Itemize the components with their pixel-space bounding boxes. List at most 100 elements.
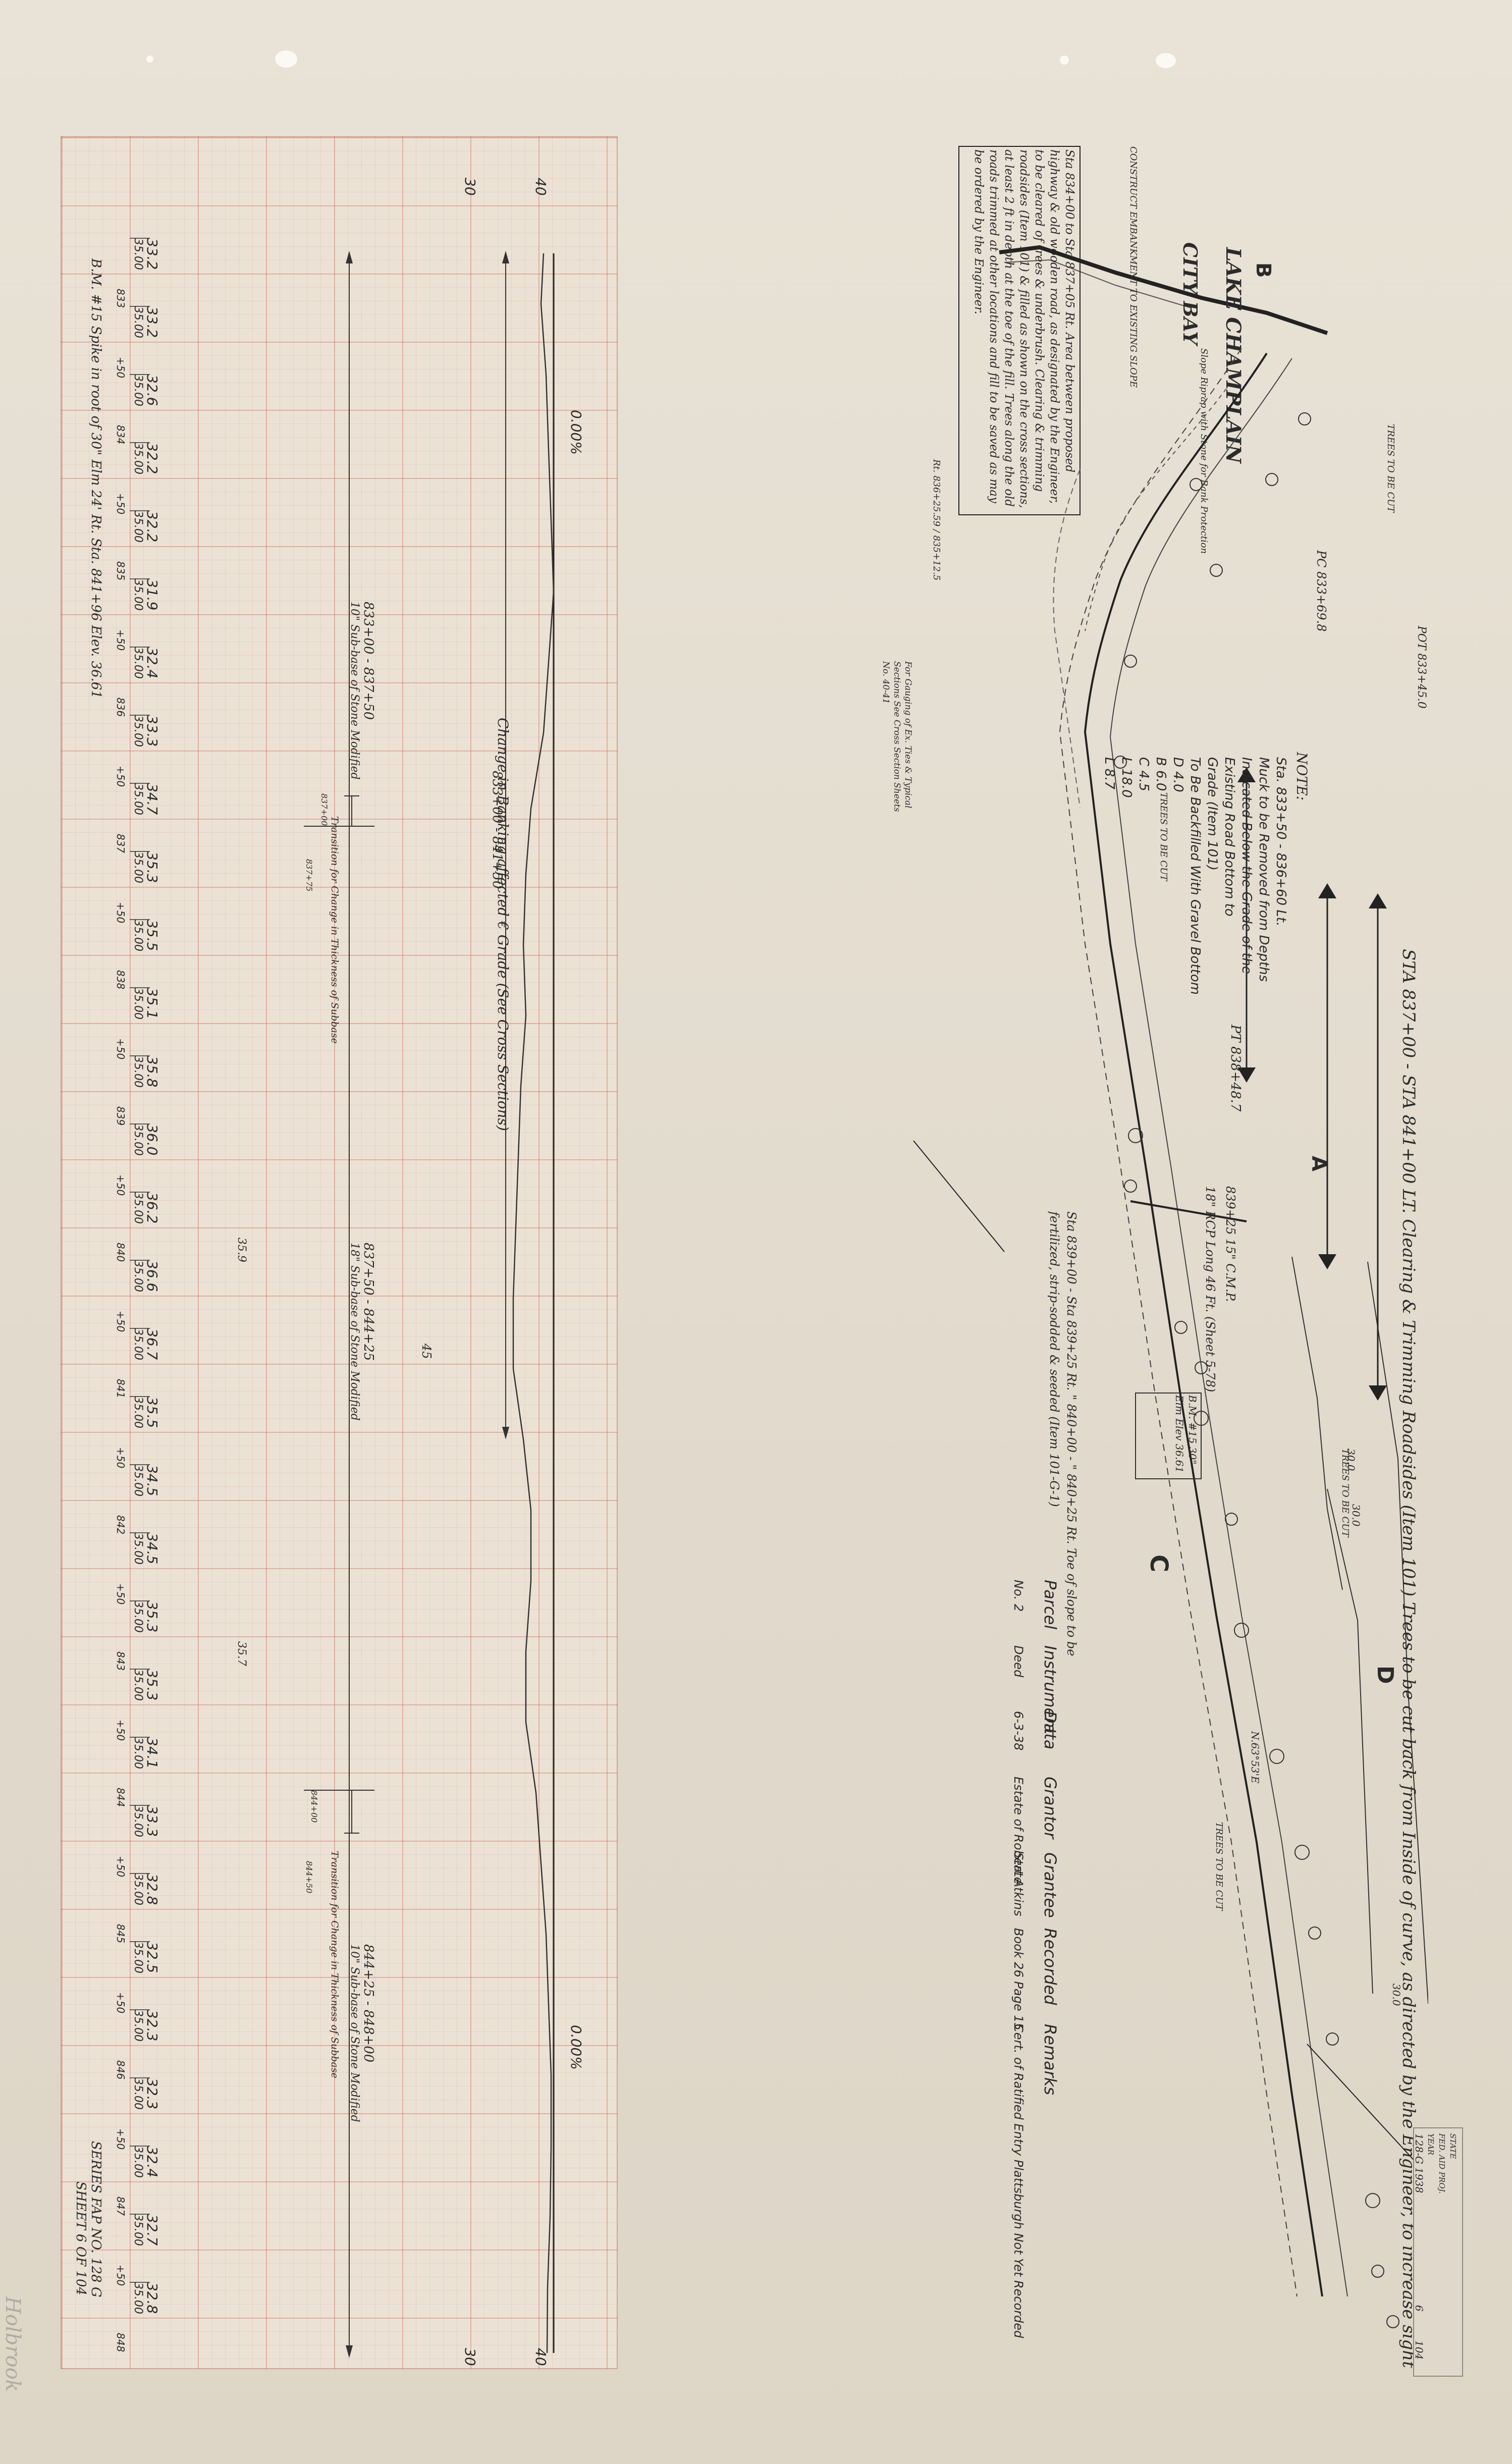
table-header: Parcel <box>1041 1580 1060 1629</box>
edge-line <box>1059 348 1298 2297</box>
note-line: C 4.5 <box>1136 757 1151 791</box>
ground-elev: 35.5 <box>144 1397 160 1428</box>
station-label: +50 <box>115 766 127 787</box>
bay-label: CITY BAY <box>1179 242 1202 347</box>
table-cell: Cert. of Ratified Entry Plattsburgh Not … <box>1011 2024 1025 2338</box>
grade-elev: 35.00 <box>132 306 144 338</box>
elev-label: 40 <box>532 2348 549 2366</box>
grade-elev: 35.00 <box>132 2146 144 2178</box>
parcel-letter: D <box>1372 1666 1398 1684</box>
transition-note: Transition for Change in Thickness of Su… <box>329 816 340 1044</box>
station-label: +50 <box>115 1720 127 1741</box>
station-label: 840 <box>115 1243 127 1262</box>
punch-hole <box>275 50 297 68</box>
parcel-letter: A <box>1307 1156 1330 1171</box>
culvert-label-2: 18" RCP Long 46 Ft. (Sheet 5-78) <box>1203 1186 1217 1392</box>
ground-elev: 32.4 <box>144 2146 160 2177</box>
grade-elev: 35.00 <box>132 1601 144 1633</box>
grade-elev: 35.00 <box>132 2010 144 2042</box>
title-block-sheet: 6 <box>1413 2305 1425 2312</box>
bm-tag: B.M. #15 30" Elm Elev 36.61 <box>1173 1395 1199 1473</box>
ground-elev: 35.3 <box>144 1669 160 1700</box>
ground-elev: 33.2 <box>144 306 160 338</box>
station-label: +50 <box>115 2128 127 2150</box>
ground-elev: 35.5 <box>144 920 160 951</box>
ground-elev: 32.7 <box>144 2214 160 2246</box>
ground-elev: 35.3 <box>144 1601 160 1632</box>
gauge-note: For Gauging of Ex. Ties & Typical Sectio… <box>881 661 913 812</box>
ground-elev: 36.7 <box>144 1328 160 1360</box>
instrument-data-table: ParcelInstrumentDataGrantorGranteeRecord… <box>1011 1580 1060 2338</box>
ground-elev: 32.3 <box>144 2078 160 2109</box>
ground-elev: 33.3 <box>144 715 160 746</box>
edge-line <box>1109 358 1348 2297</box>
bench-mark-note: B.M. #15 Spike in root of 30" Elm 24' Rt… <box>88 258 103 699</box>
elev-357: 35.7 <box>235 1641 248 1666</box>
table-cell: 6-3-38 <box>1011 1711 1025 1750</box>
table-cell: Deed <box>1011 1645 1025 1678</box>
ground-elev: 35.3 <box>144 851 160 883</box>
sheet-number: SHEET 6 OF 104 <box>73 2181 88 2295</box>
station-844b: 844+50 <box>304 1861 314 1893</box>
table-header: Data <box>1041 1711 1060 1749</box>
note-box <box>958 146 1081 515</box>
table-header: Recorded <box>1041 1928 1060 2005</box>
stake-label: Rt. 836+25.59 / 835+12.5 <box>931 459 942 580</box>
station-label: +50 <box>115 1856 127 1877</box>
grade-elev: 35.00 <box>132 511 144 543</box>
old-road <box>1085 388 1227 631</box>
station-label: 834 <box>115 425 127 444</box>
grade-percent: 0.00% <box>568 2025 584 2070</box>
bm-tag-box <box>1135 1392 1202 1479</box>
dim-label: 30.0 <box>1350 1504 1362 1527</box>
station-844: 844+00 <box>309 1790 319 1823</box>
title-block-project: FED. AID PROJ. <box>1437 2133 1446 2194</box>
title-block-number: 128-G 1938 <box>1413 2133 1425 2193</box>
table-header: Instrument <box>1041 1645 1060 1735</box>
grade-elev: 35.00 <box>132 374 144 406</box>
slope-limit <box>1367 1261 1428 2004</box>
ground-elev: 32.5 <box>144 1942 160 1973</box>
station-837: 837+00 <box>319 793 329 826</box>
trees-cut-label: TREES TO BE CUT <box>1158 792 1169 882</box>
grade-percent: 0.00% <box>568 410 584 455</box>
stake-note: 45 <box>419 1343 434 1359</box>
table-cell: No. 2 <box>1011 1580 1025 1612</box>
station-label: 847 <box>115 2197 127 2216</box>
station-label: +50 <box>115 2265 127 2286</box>
subbase-seg2-desc: 18" Sub-base of Stone Modified <box>348 1243 361 1421</box>
grade-elev: 35.00 <box>132 1805 144 1837</box>
station-label: +50 <box>115 1311 127 1332</box>
north-arrow <box>1307 2044 1424 2171</box>
ground-elev: 32.8 <box>144 1873 160 1905</box>
lake-label: LAKE CHAMPLAIN <box>1221 247 1245 464</box>
grade-elev: 35.00 <box>132 851 144 883</box>
elevation-column: 33.235.0033.235.0032.635.0032.235.0032.2… <box>130 238 160 2314</box>
series-label: SERIES FAP NO. 128 G <box>88 2141 103 2297</box>
slope-protection-label: Slope Riprap with Stone for Bank Protect… <box>1199 348 1209 554</box>
ground-elev: 32.8 <box>144 2282 160 2314</box>
table-cell: Book 26 Page 15 <box>1011 1928 1025 2030</box>
station-label: 845 <box>115 1924 127 1943</box>
grade-elev: 35.00 <box>132 2078 144 2110</box>
dim-label: 30.0 <box>1345 1449 1357 1471</box>
station-column: 833+50834+50835+50836+50837+50838+50839+… <box>115 289 127 2352</box>
banking-note: Change in Banking affected € Grade (See … <box>495 718 511 1131</box>
culvert <box>1130 1200 1247 1222</box>
note-line: D 4.0 <box>1170 757 1185 792</box>
note-lines: Sta. 833+50 - 836+60 Lt.Muck to be Remov… <box>1102 757 1288 995</box>
shoreline <box>999 245 1328 335</box>
trees-cut-label: TREES TO BE CUT <box>1385 424 1396 513</box>
station-label: 833 <box>115 289 127 308</box>
grade-elev: 35.00 <box>132 1056 144 1088</box>
grade-elev: 35.00 <box>132 1942 144 1973</box>
note-line: Grade (Item 101) <box>1205 757 1220 871</box>
banking-station-range: 833+00 - 841+50 <box>490 771 505 889</box>
punch-hole <box>1060 56 1069 65</box>
ground-elev: 31.9 <box>144 579 160 610</box>
elev-label: 30 <box>462 178 478 196</box>
ground-elev: 35.1 <box>144 988 160 1019</box>
plan-view: LAKE CHAMPLAIN CITY BAY Slope Riprap wit… <box>881 146 1428 2372</box>
pt-label: PT 838+48.7 <box>1228 1024 1243 1112</box>
